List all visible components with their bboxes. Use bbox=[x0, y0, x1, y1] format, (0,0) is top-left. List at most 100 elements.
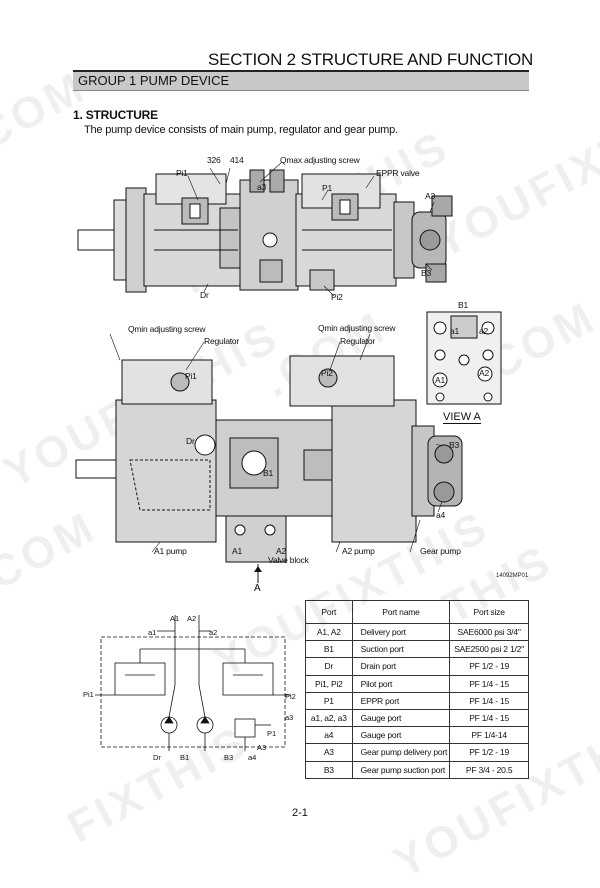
group-bar bbox=[73, 72, 529, 91]
schem-label-B3: B3 bbox=[224, 753, 234, 762]
cell-port: a4 bbox=[305, 726, 353, 745]
cell-port-name: Gauge port bbox=[351, 726, 451, 745]
schem-label-a4: a4 bbox=[248, 753, 257, 762]
label-414: 414 bbox=[230, 155, 244, 165]
hydraulic-schematic bbox=[95, 615, 291, 751]
table-row: A1, A2 Delivery port SAE6000 psi 3/4" bbox=[305, 622, 529, 642]
label-eppr: EPPR valve bbox=[376, 168, 420, 178]
label-qmin-left: Qmin adjusting screw bbox=[128, 324, 206, 334]
cell-port-name: Delivery port bbox=[351, 622, 451, 642]
cell-port: B3 bbox=[305, 760, 353, 779]
structure-heading: 1. STRUCTURE bbox=[73, 108, 158, 122]
schem-label-A1: A1 bbox=[170, 614, 180, 623]
cell-port: Pi1, Pi2 bbox=[305, 674, 353, 693]
view-arrow-icon bbox=[254, 566, 262, 583]
schem-label-A2: A2 bbox=[187, 614, 197, 623]
cell-port-name: Gauge port bbox=[351, 708, 451, 728]
label-a1-pump: A1 pump bbox=[154, 546, 187, 556]
schem-label-a3: a3 bbox=[285, 713, 294, 722]
label-bottom-A1: A1 bbox=[232, 546, 242, 556]
table-row: Dr Drain port PF 1/2 - 19 bbox=[305, 657, 529, 676]
cell-port: Dr bbox=[305, 657, 353, 676]
cell-port: P1 bbox=[305, 691, 353, 710]
view-a-drawing bbox=[426, 311, 502, 405]
label-bottom-pi1: Pi1 bbox=[185, 371, 197, 381]
cell-port-name: Suction port bbox=[351, 640, 451, 659]
table-row: A3 Gear pump delivery port PF 1/2 - 19 bbox=[305, 743, 529, 762]
label-top-a3: a3 bbox=[257, 182, 267, 192]
label-qmax: Qmax adjusting screw bbox=[280, 155, 360, 165]
schem-label-p1: P1 bbox=[267, 729, 277, 738]
label-valve-block: Valve block bbox=[268, 555, 309, 565]
label-viewa-A2: A2 bbox=[479, 368, 489, 378]
label-view-A: A bbox=[254, 583, 261, 594]
label-viewa-a2: a2 bbox=[479, 326, 489, 336]
table-row: a1, a2, a3 Gauge port PF 1/4 - 15 bbox=[305, 708, 529, 728]
schem-label-B1: B1 bbox=[180, 753, 190, 762]
schem-label-a1: a1 bbox=[148, 628, 157, 637]
label-top-A3: A3 bbox=[425, 191, 435, 201]
label-regulator-right: Regulator bbox=[340, 336, 376, 346]
pump-side-view-drawing bbox=[77, 161, 453, 297]
cell-port-size: PF 1/4 - 15 bbox=[449, 708, 529, 728]
table-row: a4 Gauge port PF 1/4-14 bbox=[305, 726, 529, 745]
table-row: Pi1, Pi2 Pilot port PF 1/4 - 15 bbox=[305, 674, 529, 693]
schem-label-dr: Dr bbox=[153, 753, 161, 762]
section-rule bbox=[73, 70, 529, 72]
cell-port-size: SAE6000 psi 3/4" bbox=[449, 622, 529, 642]
cell-port-size: PF 1/4 - 15 bbox=[449, 691, 529, 710]
cell-port-size: PF 1/4-14 bbox=[449, 726, 529, 745]
col-port-size: Port size bbox=[449, 600, 529, 624]
label-qmin-right: Qmin adjusting screw bbox=[318, 323, 396, 333]
cell-port-name: EPPR port bbox=[351, 691, 451, 710]
cell-port-size: PF 1/2 - 19 bbox=[449, 657, 529, 676]
structure-intro: The pump device consists of main pump, r… bbox=[84, 124, 398, 136]
cell-port-size: PF 1/2 - 19 bbox=[449, 743, 529, 762]
section-title: SECTION 2 STRUCTURE AND FUNCTION bbox=[208, 50, 534, 69]
label-bottom-pi2: Pi2 bbox=[321, 368, 333, 378]
col-port-name: Port name bbox=[351, 600, 451, 624]
label-bottom-a4: a4 bbox=[436, 510, 446, 520]
schem-label-pi2: Pi2 bbox=[285, 692, 296, 701]
table-row: P1 EPPR port PF 1/4 - 15 bbox=[305, 691, 529, 710]
label-viewa-a1: a1 bbox=[450, 326, 460, 336]
schem-label-a2: a2 bbox=[209, 628, 218, 637]
label-viewa-A1: A1 bbox=[435, 375, 445, 385]
label-bottom-b3: B3 bbox=[449, 440, 459, 450]
cell-port-size: PF 3/4 - 20.5 bbox=[449, 760, 529, 779]
label-top-dr: Dr bbox=[200, 290, 209, 300]
label-bottom-b1: B1 bbox=[263, 468, 273, 478]
label-top-pi1: Pi1 bbox=[176, 168, 188, 178]
cell-port-size: SAE2500 psi 2 1/2" bbox=[449, 640, 529, 659]
cell-port: A1, A2 bbox=[305, 622, 353, 642]
cell-port-size: PF 1/4 - 15 bbox=[449, 674, 529, 693]
col-port: Port bbox=[305, 600, 353, 624]
cell-port: A3 bbox=[305, 743, 353, 762]
label-gear-pump: Gear pump bbox=[420, 546, 461, 556]
cell-port-name: Gear pump suction port bbox=[351, 760, 451, 779]
label-top-pi2: Pi2 bbox=[331, 292, 343, 302]
view-a-title: VIEW A bbox=[443, 411, 481, 424]
label-bottom-A2: A2 bbox=[276, 546, 286, 556]
figure-code: 14092MP01 bbox=[496, 573, 529, 579]
port-table-header: Port Port name Port size bbox=[305, 600, 529, 624]
table-row: B3 Gear pump suction port PF 3/4 - 20.5 bbox=[305, 760, 529, 779]
label-viewa-b1: B1 bbox=[458, 300, 468, 310]
cell-port-name: Gear pump delivery port bbox=[351, 743, 451, 762]
label-top-p1: P1 bbox=[322, 183, 332, 193]
schem-label-pi1: Pi1 bbox=[83, 690, 94, 699]
label-top-B3: B3 bbox=[421, 268, 431, 278]
group-title: GROUP 1 PUMP DEVICE bbox=[78, 73, 230, 88]
label-bottom-dr: Dr bbox=[186, 436, 195, 446]
label-326: 326 bbox=[207, 155, 221, 165]
label-a2-pump: A2 pump bbox=[342, 546, 375, 556]
table-row: B1 Suction port SAE2500 psi 2 1/2" bbox=[305, 640, 529, 659]
cell-port: B1 bbox=[305, 640, 353, 659]
port-table: Port Port name Port size A1, A2 Delivery… bbox=[305, 600, 529, 779]
cell-port-name: Drain port bbox=[351, 657, 451, 676]
pump-front-view-drawing bbox=[75, 333, 463, 570]
schem-label-A3: A3 bbox=[257, 743, 267, 752]
cell-port-name: Pilot port bbox=[351, 674, 451, 693]
cell-port: a1, a2, a3 bbox=[305, 708, 353, 728]
label-regulator-left: Regulator bbox=[204, 336, 240, 346]
